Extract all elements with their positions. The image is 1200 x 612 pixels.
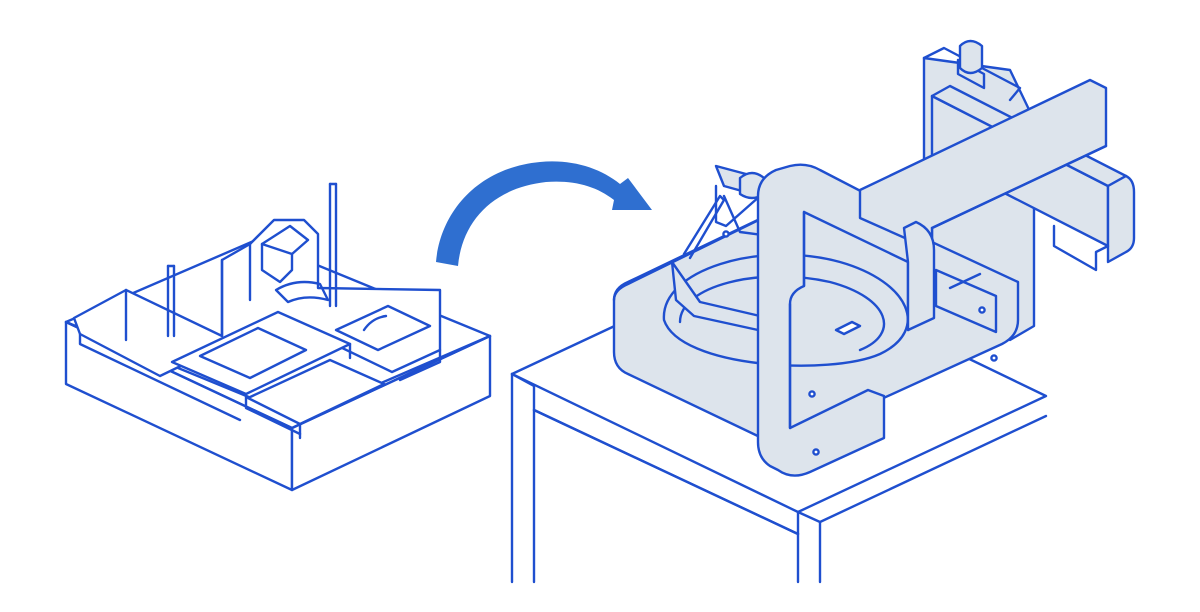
mold-icon <box>64 182 492 492</box>
machine-icon <box>612 39 1136 477</box>
curved-arrow-icon <box>436 161 652 266</box>
